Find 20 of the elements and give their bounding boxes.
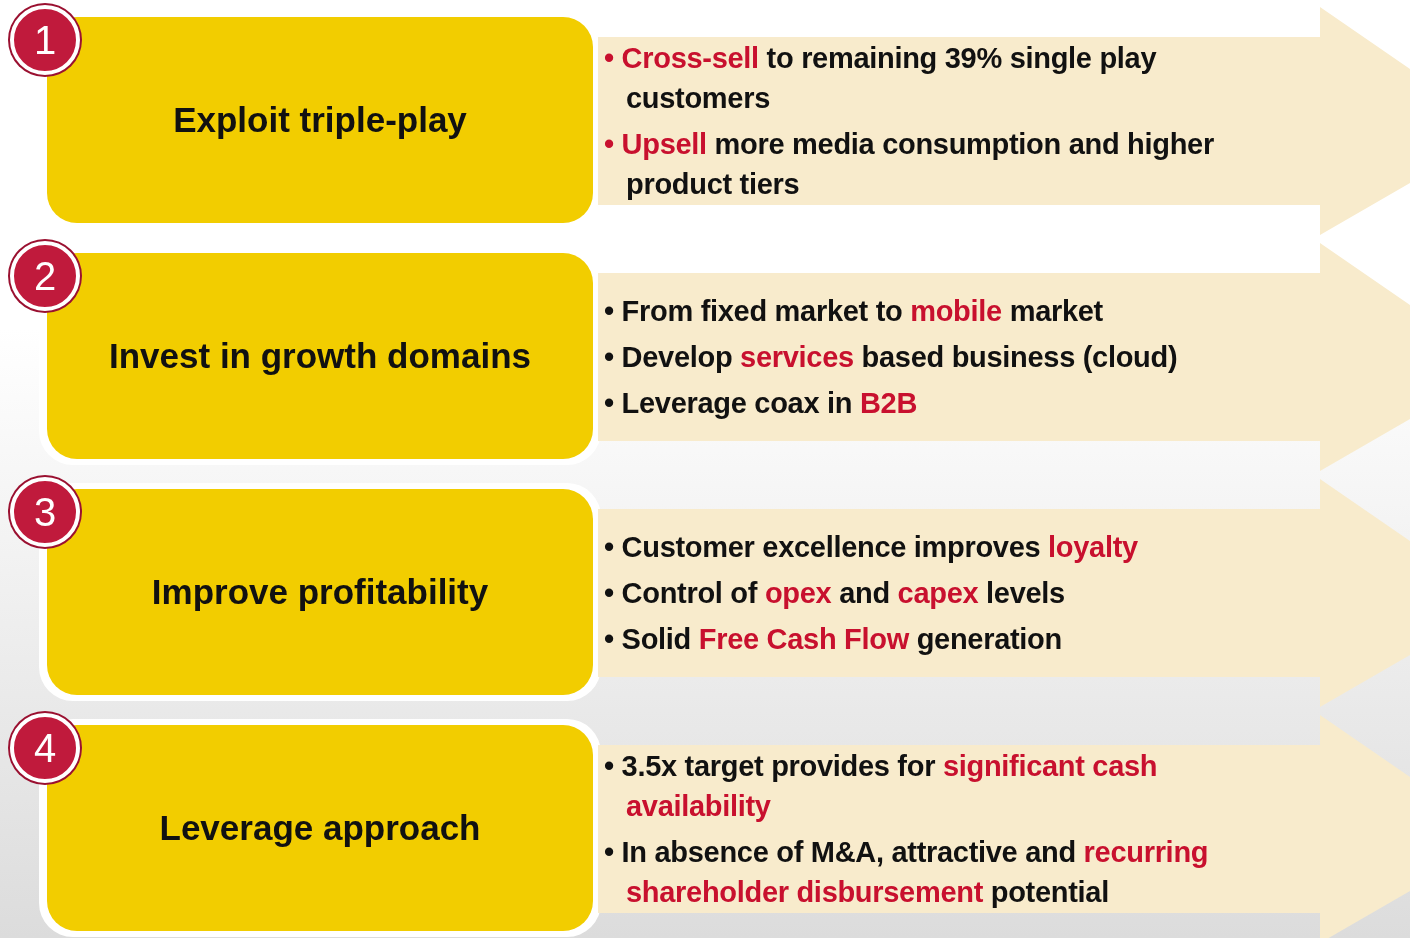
bullet-text: • Leverage coax in B2B [604, 386, 919, 421]
bullet-text: • Upsell more media consumption and higher product tiers [604, 127, 1215, 202]
box-title: Leverage approach [159, 808, 481, 848]
box-title: Exploit triple-play [173, 100, 467, 140]
arrow-band [598, 7, 1410, 235]
number-circle: 4 [10, 713, 80, 783]
number-circle: 2 [10, 241, 80, 311]
bullet-text: • In absence of M&A, attractive and recurring shareholder disbursement potential [604, 835, 1210, 910]
box-title: Improve profitability [151, 572, 489, 612]
arrow-band [598, 479, 1410, 707]
bullet-text: • Control of opex and capex levels [604, 576, 1066, 611]
bullet-text: • Develop services based business (cloud) [604, 340, 1179, 375]
box-title: Invest in growth domains [109, 336, 531, 376]
bullet-text: • Solid Free Cash Flow generation [604, 622, 1063, 657]
arrow-band [598, 715, 1410, 938]
arrow-band [598, 243, 1410, 471]
bullet-text: • Customer excellence improves loyalty [604, 529, 1139, 565]
bullet-text: • From fixed market to mobile market [604, 293, 1104, 329]
number-circle: 1 [10, 5, 80, 75]
number-circle: 3 [10, 477, 80, 547]
